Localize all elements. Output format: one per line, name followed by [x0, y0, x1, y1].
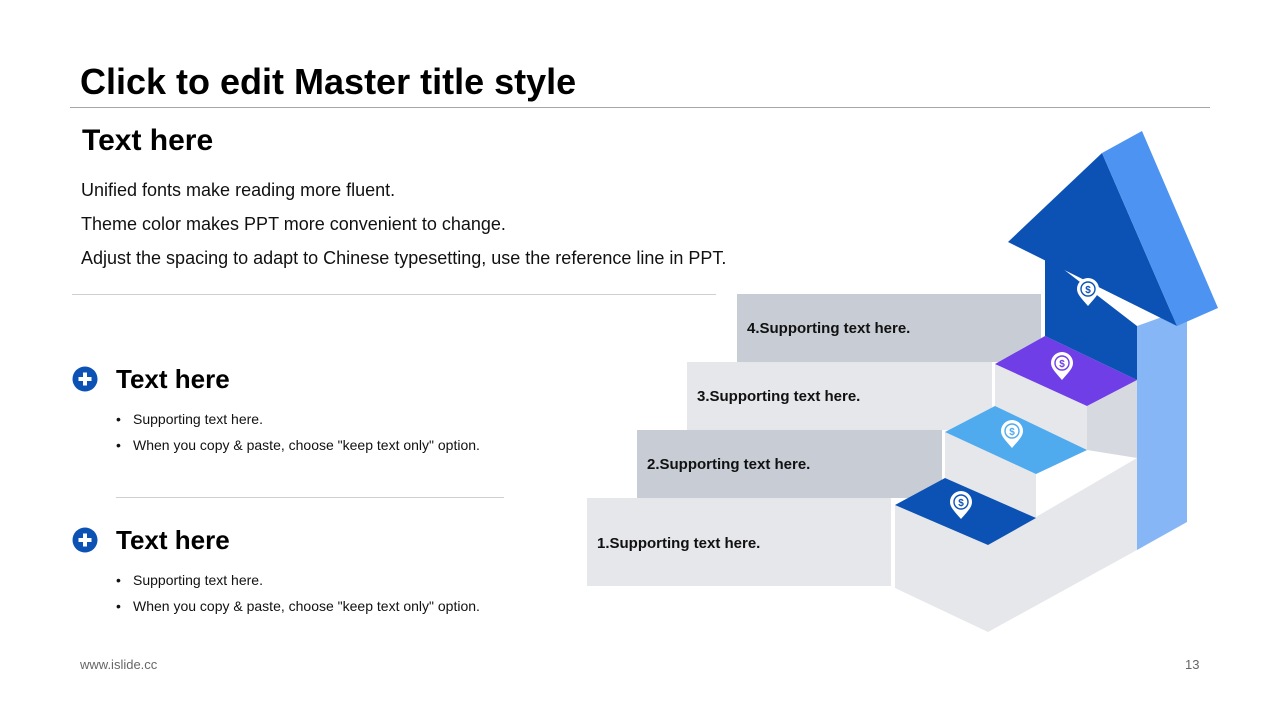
svg-text:$: $ — [958, 498, 964, 509]
section-2-title: Text here — [116, 525, 230, 555]
step-4-label: 4.Supporting text here. — [747, 320, 911, 337]
section-1-bullet-1: •Supporting text here. — [116, 411, 263, 427]
intro-line-3: Adjust the spacing to adapt to Chinese t… — [81, 248, 727, 268]
footer-url[interactable]: www.islide.cc — [80, 657, 158, 672]
step-1-label: 1.Supporting text here. — [597, 535, 761, 552]
section-2-bullet-2: •When you copy & paste, choose "keep tex… — [116, 598, 480, 614]
dollar-pin-icon: $ — [1051, 352, 1073, 380]
dollar-pin-icon: $ — [950, 491, 972, 519]
dollar-pin-icon: $ — [1077, 278, 1099, 306]
slide-title: Click to edit Master title style — [80, 61, 577, 102]
arrow-shaft-side — [1137, 308, 1187, 550]
arrow-shaft-front — [1045, 255, 1137, 380]
step-2-panel — [637, 430, 942, 498]
plus-circle-icon — [72, 366, 98, 392]
intro-line-2: Theme color makes PPT more convenient to… — [81, 214, 506, 234]
step-1-panel — [587, 498, 891, 586]
step-4-panel — [737, 294, 1041, 362]
dollar-pin-icon: $ — [1001, 420, 1023, 448]
stair-base-face — [895, 458, 1137, 632]
section-1-bullet-2: •When you copy & paste, choose "keep tex… — [116, 437, 480, 453]
step-3-panel — [687, 362, 992, 430]
step-2-label: 2.Supporting text here. — [647, 456, 811, 473]
section-divider — [116, 497, 504, 498]
plus-circle-icon — [72, 527, 98, 553]
title-divider — [70, 107, 1210, 108]
section-1-title: Text here — [116, 364, 230, 394]
step-3-label: 3.Supporting text here. — [697, 388, 861, 405]
page-number: 13 — [1185, 657, 1200, 672]
svg-text:$: $ — [1085, 285, 1091, 296]
intro-heading: Text here — [82, 124, 214, 157]
arrow-head-front — [1008, 153, 1177, 326]
section-2-bullet-1: •Supporting text here. — [116, 572, 263, 588]
intro-divider — [72, 294, 716, 295]
arrow-head-side — [1102, 131, 1218, 326]
svg-text:$: $ — [1009, 427, 1015, 438]
intro-line-1: Unified fonts make reading more fluent. — [81, 180, 396, 200]
svg-text:$: $ — [1059, 359, 1065, 370]
